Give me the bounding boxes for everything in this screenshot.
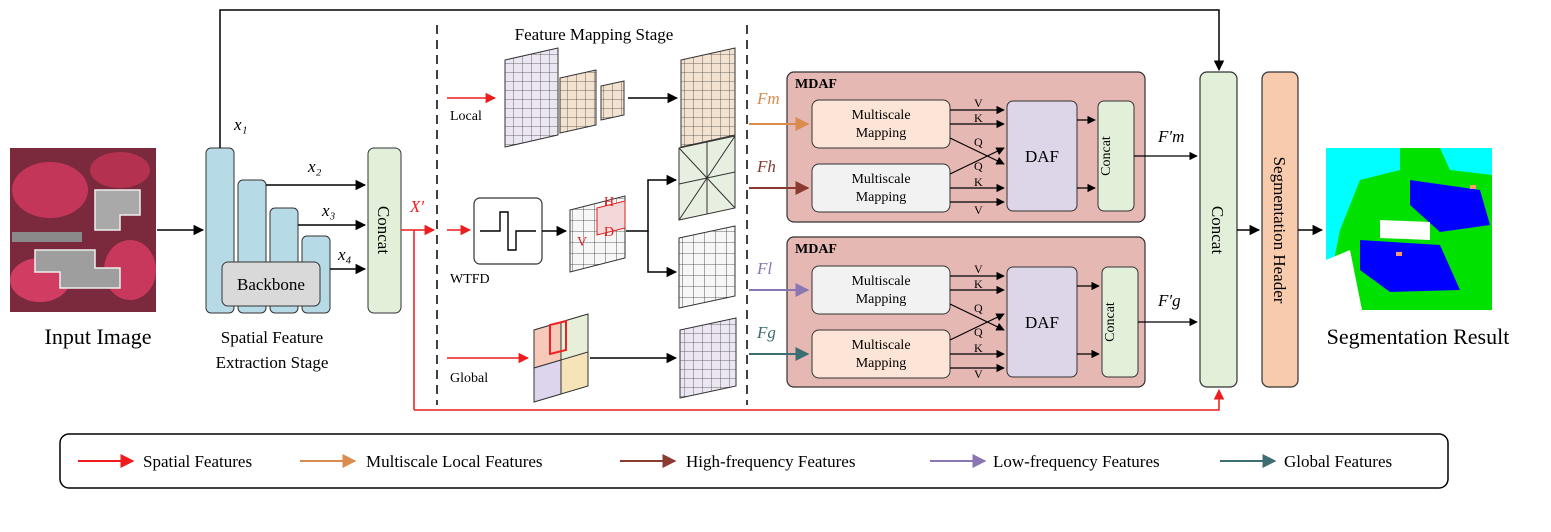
- legend-spatial: Spatial Features: [78, 452, 252, 471]
- segmentation-result-image: [1326, 148, 1492, 310]
- mdaf2-concat: Concat: [1103, 302, 1118, 342]
- legend-spatial-label: Spatial Features: [143, 452, 252, 471]
- legend-local-label: Multiscale Local Features: [366, 452, 543, 471]
- mdaf1-q1: Q: [974, 135, 983, 149]
- mdaf1-map1-line1: Multiscale: [851, 108, 910, 123]
- legend-global-label: Global Features: [1284, 452, 1392, 471]
- mdaf2-map1-line2: Mapping: [856, 292, 907, 307]
- mdaf1-map2-line1: Multiscale: [851, 172, 910, 187]
- fm-label: Fm: [756, 89, 780, 108]
- mdaf2-map1-line1: Multiscale: [851, 274, 910, 289]
- fl-label: Fl: [756, 259, 772, 278]
- backbone-pyramid: [205, 147, 331, 314]
- global-label: Global: [450, 371, 488, 386]
- low-high-grids: [678, 135, 736, 309]
- mdaf2-q1: Q: [974, 301, 983, 315]
- mdaf1-v1: V: [974, 96, 983, 110]
- global-window-grid: [533, 313, 589, 403]
- mdaf1-q2: Q: [974, 159, 983, 173]
- wavelet-subbands: [569, 195, 626, 273]
- mdaf1-daf: DAF: [1025, 147, 1059, 166]
- stage1-title-line1: Spatial Feature: [221, 328, 323, 347]
- x1-label: x₁: [233, 115, 247, 134]
- x4-label: x₄: [337, 245, 352, 264]
- mdaf2-daf: DAF: [1025, 313, 1059, 332]
- mdaf2-v1: V: [974, 262, 983, 276]
- local-grids: [504, 47, 736, 148]
- backbone-box: [221, 261, 321, 307]
- mdaf1-map2-line2: Mapping: [856, 190, 907, 205]
- local-label: Local: [450, 109, 482, 124]
- legend-box: [59, 433, 1449, 489]
- legend-high-label: High-frequency Features: [686, 452, 855, 471]
- mdaf-block-1: [786, 71, 1146, 223]
- mdaf1-title: MDAF: [795, 77, 837, 92]
- mdaf2-title: MDAF: [795, 242, 837, 257]
- mdaf1-map1-line2: Mapping: [856, 126, 907, 141]
- input-image: [10, 148, 156, 312]
- legend-high-frequency: High-frequency Features: [620, 452, 855, 471]
- x3-label: x₃: [321, 201, 336, 220]
- mdaf2-k2: K: [974, 341, 983, 355]
- global-output-grid: [679, 317, 737, 399]
- legend-multiscale-local: Multiscale Local Features: [300, 452, 543, 471]
- mdaf1-v2: V: [974, 203, 983, 217]
- mdaf1-k1: K: [974, 111, 983, 125]
- mdaf1-concat: Concat: [1099, 136, 1114, 176]
- input-image-title: Input Image: [45, 324, 152, 349]
- mdaf2-map2-line2: Mapping: [856, 356, 907, 371]
- mdaf2-map2-line1: Multiscale: [851, 338, 910, 353]
- stage2-title: Feature Mapping Stage: [515, 25, 674, 44]
- wavelet-v: V: [577, 235, 587, 250]
- fg-label: Fg: [756, 323, 776, 342]
- legend-low-frequency: Low-frequency Features: [930, 452, 1160, 471]
- stage1-concat-label: Concat: [374, 206, 393, 254]
- fg-prime-label: F′g: [1157, 291, 1181, 310]
- wavelet-icon: [480, 211, 536, 251]
- stage1-title-line2: Extraction Stage: [216, 353, 329, 372]
- fh-label: Fh: [756, 157, 776, 176]
- mdaf2-k1: K: [974, 277, 983, 291]
- wtfd-label: WTFD: [450, 272, 490, 287]
- legend-global: Global Features: [1220, 452, 1392, 471]
- xprime-label: X′: [409, 197, 424, 216]
- seg-header-label: Segmentation Header: [1270, 157, 1289, 304]
- fm-prime-label: F′m: [1157, 127, 1184, 146]
- mdaf1-k2: K: [974, 175, 983, 189]
- wavelet-h: H: [604, 195, 614, 210]
- mdaf2-v2: V: [974, 367, 983, 381]
- mdaf2-q2: Q: [974, 325, 983, 339]
- backbone-label: Backbone: [237, 275, 305, 294]
- final-concat-label: Concat: [1208, 206, 1227, 254]
- segmentation-result-title: Segmentation Result: [1327, 324, 1510, 349]
- wavelet-d: D: [604, 225, 614, 240]
- legend-low-label: Low-frequency Features: [993, 452, 1160, 471]
- x2-label: x₂: [307, 157, 322, 176]
